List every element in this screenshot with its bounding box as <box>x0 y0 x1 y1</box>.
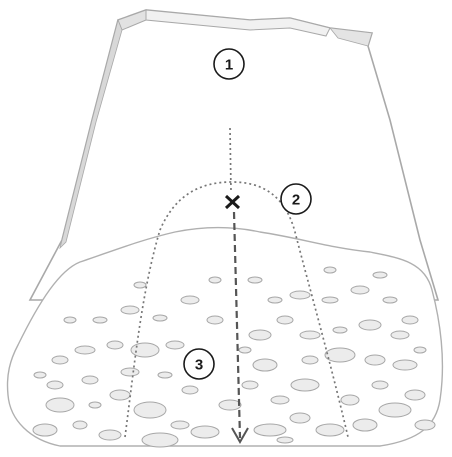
rock <box>332 326 348 334</box>
rock <box>63 316 77 324</box>
rock <box>109 389 131 401</box>
rock <box>252 358 278 372</box>
dotted-vertical-line <box>229 127 232 193</box>
callout-2-label: 2 <box>292 192 300 209</box>
rock <box>165 340 185 350</box>
callout-1-label: 1 <box>225 57 233 74</box>
rock <box>106 340 124 350</box>
rock <box>72 420 88 430</box>
rock <box>33 371 47 379</box>
rock-group <box>32 266 436 448</box>
rock <box>74 345 96 355</box>
rock <box>120 305 140 315</box>
rock <box>181 385 199 395</box>
rock <box>152 314 168 322</box>
rock <box>133 401 167 419</box>
rock <box>45 397 75 413</box>
rock <box>81 375 99 385</box>
rock <box>157 371 173 379</box>
rock <box>92 316 108 324</box>
rock <box>208 276 222 284</box>
rock <box>382 296 398 304</box>
rock <box>248 329 272 341</box>
rock <box>323 266 337 274</box>
rock <box>358 319 382 331</box>
rock <box>413 346 427 354</box>
rock <box>289 290 311 300</box>
callout-3-label: 3 <box>195 357 203 374</box>
rock <box>352 418 378 432</box>
rock <box>98 429 122 441</box>
rock <box>120 367 140 377</box>
rock <box>130 342 160 358</box>
rock <box>392 359 418 371</box>
rock <box>371 380 389 390</box>
rock <box>247 276 263 284</box>
rock <box>372 271 388 279</box>
rock <box>276 315 294 325</box>
callout-2: 2 <box>280 183 312 215</box>
rock <box>340 394 360 406</box>
rock <box>364 354 386 366</box>
callout-3: 3 <box>183 348 215 380</box>
rock <box>350 285 370 295</box>
rock <box>276 436 294 444</box>
dashed-arrow-line <box>232 211 242 439</box>
rock <box>401 315 419 325</box>
cross-icon <box>224 194 241 210</box>
rock <box>378 402 412 418</box>
wall-face <box>28 9 440 301</box>
rock <box>51 355 69 365</box>
rock <box>46 380 64 390</box>
rock <box>253 423 287 437</box>
rock <box>321 296 339 304</box>
rock <box>299 330 321 340</box>
arrow-head-icon <box>231 427 249 445</box>
rock <box>180 295 200 305</box>
dotted-boundary <box>124 181 349 438</box>
rock <box>414 419 436 431</box>
rock <box>270 395 290 405</box>
rock <box>324 347 356 363</box>
rock <box>404 389 426 401</box>
rock <box>218 399 242 411</box>
rock <box>190 425 220 439</box>
rock <box>289 412 311 424</box>
rock <box>390 330 410 340</box>
rock <box>315 423 345 437</box>
rock <box>241 380 259 390</box>
rock <box>301 355 319 365</box>
rock <box>32 423 58 437</box>
rock <box>88 401 102 409</box>
rock <box>267 296 283 304</box>
rock <box>141 432 179 448</box>
rock <box>170 420 190 430</box>
callout-1: 1 <box>213 48 245 80</box>
rock <box>290 378 320 392</box>
rock <box>238 346 252 354</box>
rock <box>206 315 224 325</box>
rock <box>133 281 147 289</box>
